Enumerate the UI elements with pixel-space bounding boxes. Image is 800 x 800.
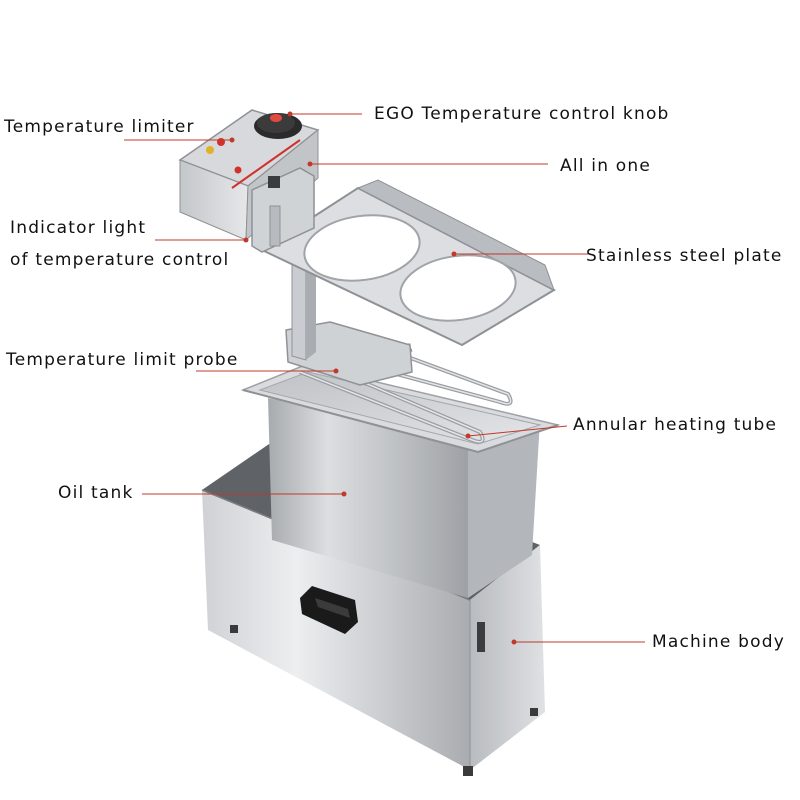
leader-dot xyxy=(341,491,347,497)
control-box xyxy=(178,109,320,253)
label-annular-heating-tube: Annular heating tube xyxy=(573,415,778,435)
leader-lines xyxy=(124,113,645,643)
support-post xyxy=(291,258,316,361)
indicator-light-red xyxy=(217,138,225,146)
handle-inner xyxy=(315,598,350,618)
leader-dot xyxy=(333,368,339,374)
control-box-bracket xyxy=(251,167,315,253)
leader-dots xyxy=(229,111,517,645)
label-indicator-light-line1: Indicator light xyxy=(10,218,147,238)
foot xyxy=(530,708,538,716)
indicator-light-yellow xyxy=(206,146,214,154)
machine-body-side xyxy=(470,545,545,770)
leader-dot xyxy=(287,111,293,117)
heating-tube xyxy=(285,321,513,444)
label-temperature-limit-probe: Temperature limit probe xyxy=(6,350,239,370)
oil-tank-front xyxy=(268,398,468,598)
machine-body-front xyxy=(202,490,470,770)
control-box-trim xyxy=(231,139,301,189)
temperature-limiter-button xyxy=(234,166,242,174)
label-temperature-limiter: Temperature limiter xyxy=(4,117,195,137)
leader-dot xyxy=(511,639,517,645)
label-oil-tank: Oil tank xyxy=(58,483,134,503)
foot xyxy=(463,766,473,776)
leader-dot xyxy=(229,137,235,143)
label-stainless-steel-plate: Stainless steel plate xyxy=(586,246,783,266)
leader-dot xyxy=(307,161,313,167)
foot xyxy=(230,625,238,633)
leader-dot xyxy=(465,433,471,439)
stainless-steel-plate xyxy=(259,179,557,347)
label-ego-knob: EGO Temperature control knob xyxy=(374,104,670,124)
label-indicator-light-line2: of temperature control xyxy=(10,250,230,270)
leader-dot xyxy=(451,251,457,257)
leader-dot xyxy=(243,237,249,243)
label-all-in-one: All in one xyxy=(560,156,652,176)
ego-knob-cap xyxy=(270,114,282,122)
leader-heating-tube xyxy=(467,425,568,437)
bracket-screw xyxy=(268,176,280,188)
label-machine-body: Machine body xyxy=(652,632,786,652)
heating-tube-bracket xyxy=(285,321,413,386)
oil-tank-side xyxy=(468,420,540,598)
brand-plate xyxy=(477,622,485,652)
plate-hole-left xyxy=(303,214,421,282)
ego-knob xyxy=(257,113,295,133)
